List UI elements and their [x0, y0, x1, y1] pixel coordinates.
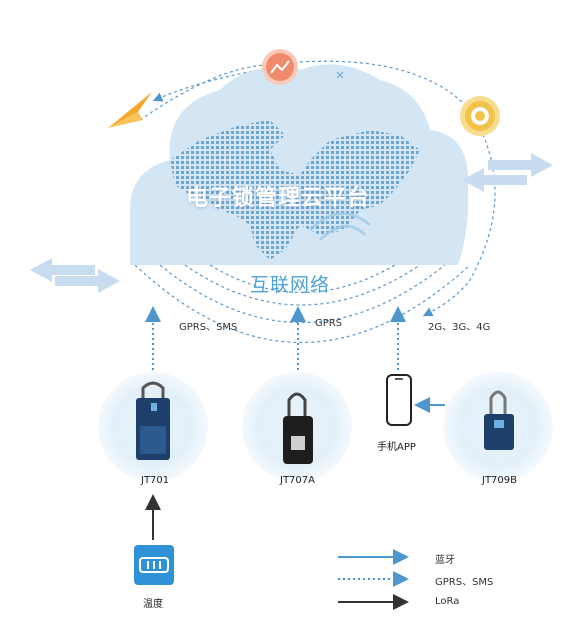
link-label-middle: GPRS [315, 318, 343, 329]
trend-icon [262, 49, 298, 85]
cross-mark-icon [336, 71, 344, 79]
device-label-jt701: JT701 [141, 475, 170, 486]
paper-plane-icon [108, 92, 152, 128]
legend-lora-label: LoRa [435, 596, 460, 607]
legend [338, 549, 409, 610]
network-arcs [134, 60, 496, 343]
legend-gprs-label: GPRS、SMS [435, 577, 494, 588]
device-label-jt709b: JT709B [482, 475, 518, 486]
link-label-right: 2G、3G、4G [428, 322, 491, 333]
gprs-uplinks [145, 306, 406, 385]
exchange-arrows-icon [462, 153, 553, 192]
platform-title: 电子锁管理云平台 [186, 186, 371, 211]
phone-app-label: 手机APP [377, 442, 416, 453]
lock-jt709b [484, 390, 514, 450]
link-label-left: GPRS、SMS [179, 322, 238, 333]
network-label: 互联网络 [250, 274, 331, 296]
swirl-accent [308, 212, 371, 242]
sensor-label: 温度 [143, 599, 163, 610]
temperature-sensor-icon [134, 545, 174, 585]
cloud-shape [130, 64, 469, 265]
legend-bluetooth-label: 蓝牙 [435, 555, 455, 566]
gear-icon [460, 96, 500, 136]
lock-jt707a [283, 392, 313, 464]
device-label-jt707a: JT707A [280, 475, 315, 486]
phone-icon [386, 374, 412, 426]
exchange-arrows-icon [30, 258, 120, 293]
lock-jt701 [136, 381, 170, 460]
